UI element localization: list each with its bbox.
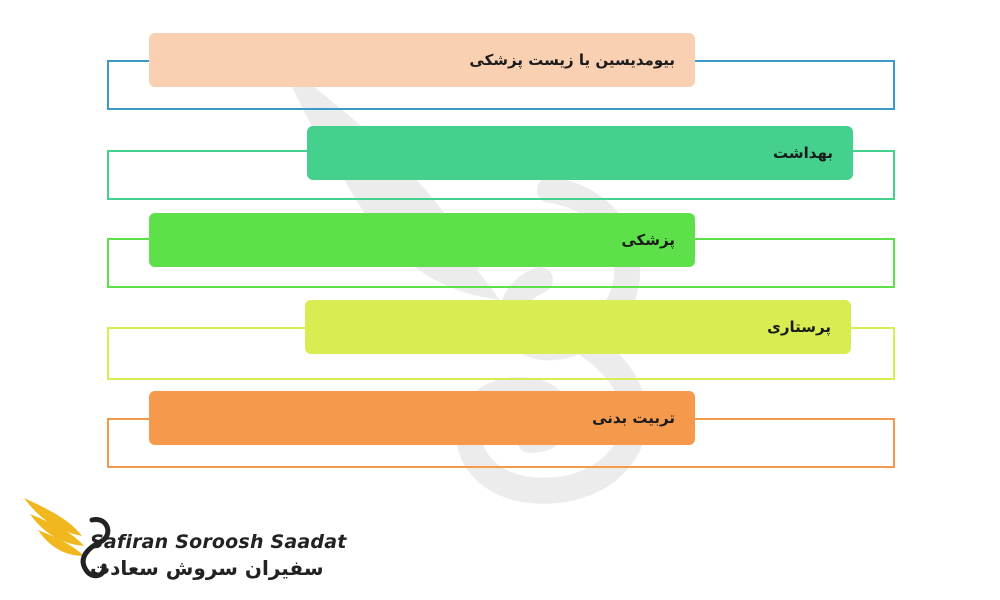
diagram-row: پرستاری: [0, 0, 1000, 380]
diagram-row: بیومدیسین یا زیست پزشکی: [0, 0, 1000, 110]
item-label: بیومدیسین یا زیست پزشکی: [469, 51, 675, 69]
brand-name-en: Safiran Soroosh Saadat: [90, 531, 347, 553]
item-box: بیومدیسین یا زیست پزشکی: [149, 33, 695, 87]
item-label: تربیت بدنی: [592, 409, 675, 427]
item-label: پزشکی: [621, 231, 675, 249]
item-label: پرستاری: [767, 318, 831, 336]
item-box: تربیت بدنی: [149, 391, 695, 445]
diagram-row: پزشکی: [0, 0, 1000, 288]
diagram-row: تربیت بدنی: [0, 0, 1000, 468]
item-box: بهداشت: [307, 126, 853, 180]
brand-name-fa: سفیران سروش سعادت: [90, 556, 324, 580]
item-box: پزشکی: [149, 213, 695, 267]
item-label: بهداشت: [773, 144, 833, 162]
item-box: پرستاری: [305, 300, 851, 354]
diagram-row: بهداشت: [0, 0, 1000, 200]
winged-s-logo-icon: [24, 498, 111, 579]
